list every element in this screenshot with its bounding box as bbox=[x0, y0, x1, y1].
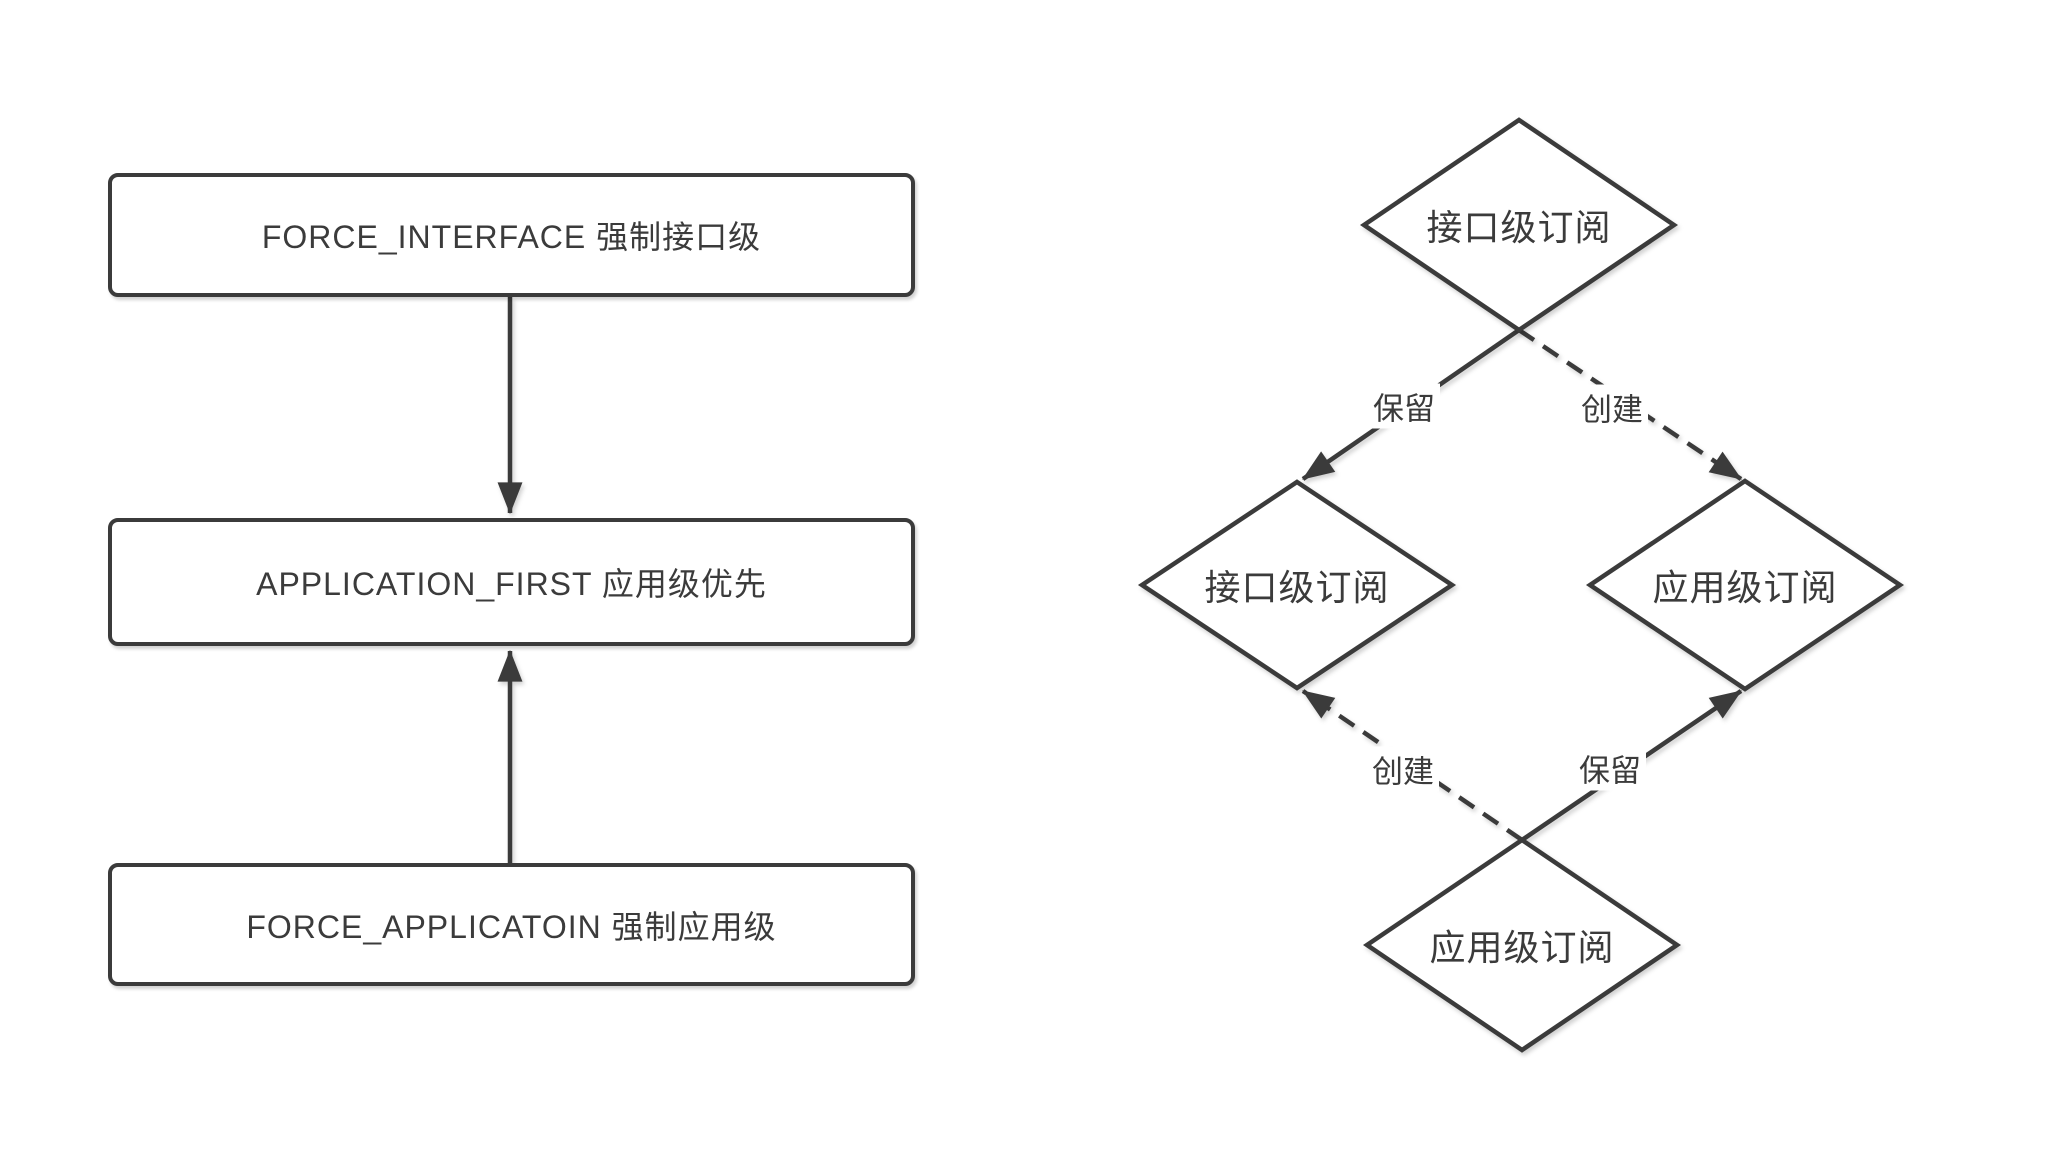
edge-label-create-bottom: 创建 bbox=[1367, 746, 1439, 792]
diamond-top-interface-subscription bbox=[1359, 117, 1679, 333]
diamond-bottom-application-subscription bbox=[1362, 837, 1682, 1053]
diamond-midright-application-subscription bbox=[1585, 478, 1905, 692]
diamond-midright-label: 应用级订阅 bbox=[1652, 567, 1838, 608]
edge-label-create-top: 创建 bbox=[1576, 384, 1648, 430]
node-application-first: APPLICATION_FIRST 应用级优先 bbox=[108, 518, 915, 646]
node-force-interface-label: FORCE_INTERFACE 强制接口级 bbox=[261, 219, 762, 255]
node-force-applicatoin: FORCE_APPLICATOIN 强制应用级 bbox=[108, 863, 915, 986]
node-force-applicatoin-label: FORCE_APPLICATOIN 强制应用级 bbox=[246, 908, 777, 945]
node-application-first-label: APPLICATION_FIRST 应用级优先 bbox=[256, 566, 767, 602]
diamond-bottom-label: 应用级订阅 bbox=[1429, 927, 1615, 968]
node-force-interface: FORCE_INTERFACE 强制接口级 bbox=[108, 173, 915, 297]
edge-label-retain-top: 保留 bbox=[1368, 383, 1440, 429]
diamond-top-label: 接口级订阅 bbox=[1426, 207, 1612, 248]
diamond-midleft-interface-subscription bbox=[1137, 479, 1457, 691]
edge-label-retain-bottom: 保留 bbox=[1574, 745, 1646, 791]
diamond-midleft-label: 接口级订阅 bbox=[1204, 567, 1390, 608]
